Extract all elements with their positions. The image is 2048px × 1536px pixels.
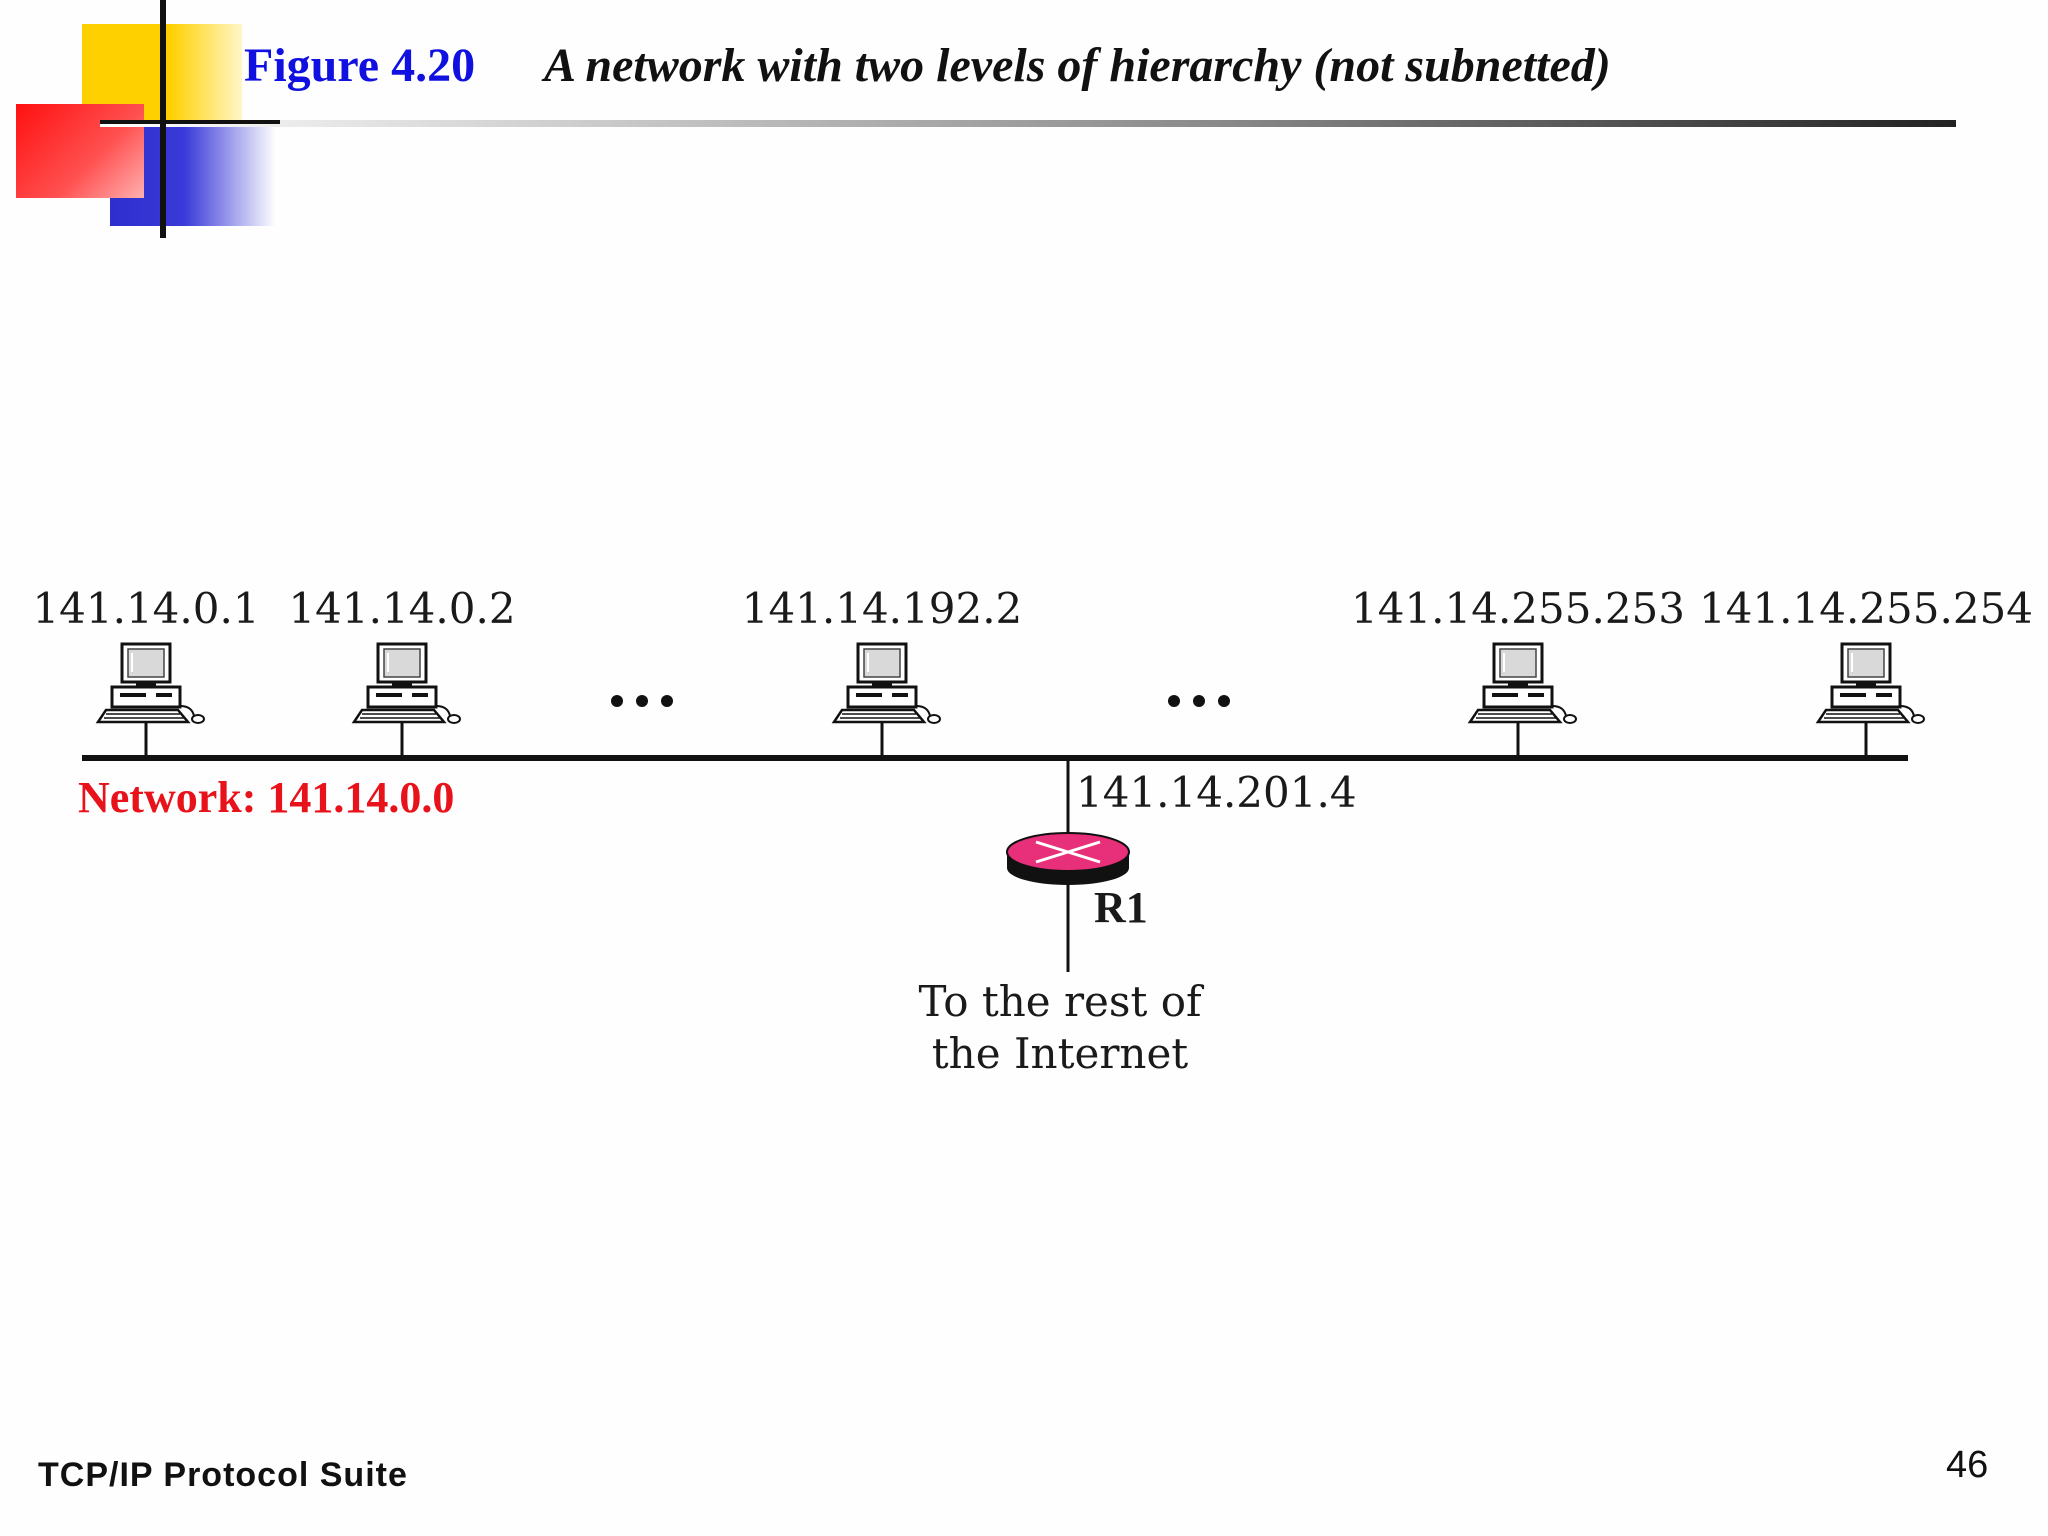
page-number: 46	[1946, 1444, 1989, 1486]
decorative-red-block	[16, 104, 144, 198]
footer-suite-title: TCP/IP Protocol Suite	[38, 1456, 408, 1494]
header-rule	[100, 120, 1956, 127]
computer-icon	[1816, 642, 1926, 725]
internet-uplink-line2: the Internet	[931, 1029, 1189, 1078]
computer-icon	[1468, 642, 1578, 725]
router-icon	[1006, 832, 1130, 885]
decorative-cross-vertical	[160, 0, 166, 238]
figure-title: A network with two levels of hierarchy (…	[544, 39, 1611, 92]
router-name: R1	[1094, 883, 1148, 932]
host-address-label: 141.14.255.253	[1351, 584, 1685, 633]
network-address-label: Network: 141.14.0.0	[78, 773, 455, 822]
computer-icon	[832, 642, 942, 725]
ellipsis-dots	[1168, 695, 1230, 707]
host-address-label: 141.14.255.254	[1699, 584, 2033, 633]
internet-uplink-text: To the rest of the Internet	[918, 976, 1201, 1080]
host-address-label: 141.14.0.1	[32, 584, 260, 633]
computer-icon	[352, 642, 462, 725]
ellipsis-dots	[611, 695, 673, 707]
host-address-label: 141.14.192.2	[741, 584, 1023, 633]
host-address-label: 141.14.0.2	[288, 584, 516, 633]
computer-icon	[96, 642, 206, 725]
decorative-cross-horizontal	[100, 120, 280, 124]
figure-number: Figure 4.20	[244, 39, 476, 92]
router-interface-address: 141.14.201.4	[1076, 768, 1357, 817]
internet-uplink-line1: To the rest of	[918, 977, 1202, 1026]
